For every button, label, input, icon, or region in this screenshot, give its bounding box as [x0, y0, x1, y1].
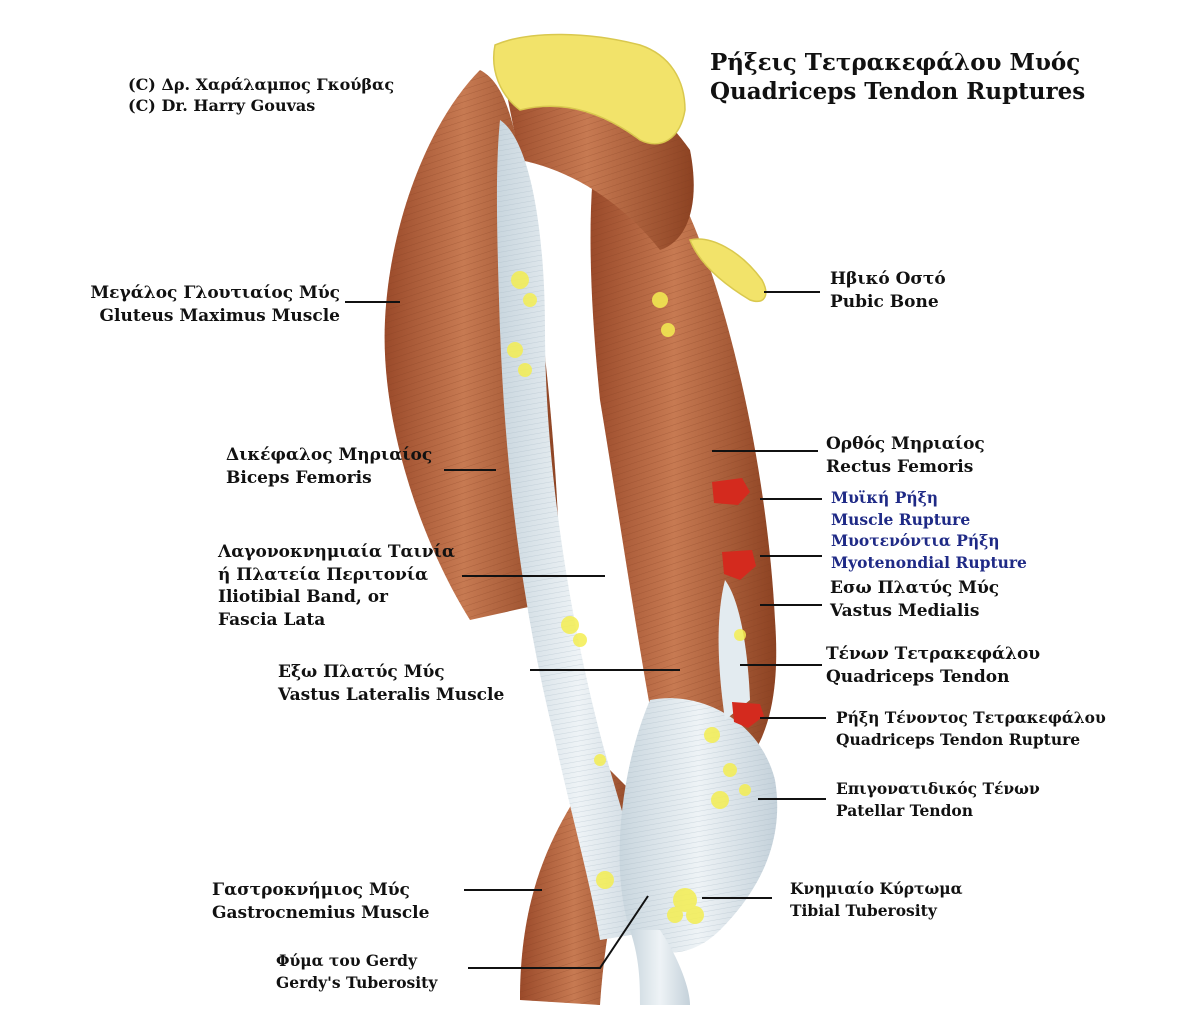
credit-english: (C) Dr. Harry Gouvas — [128, 96, 316, 115]
label-gastrocnemius: Γαστροκνήμιος Μύς Gastrocnemius Muscle — [212, 880, 430, 923]
diagram-title: Ρήξεις Τετρακεφάλου Μυός Quadriceps Tend… — [710, 48, 1085, 106]
label-iliotibial-band: Λαγονοκνημιαία Ταινία ή Πλατεία Περιτονί… — [218, 542, 455, 630]
label-biceps-femoris: Δικέφαλος Μηριαίος Biceps Femoris — [226, 445, 433, 488]
label-rectus-femoris: Ορθός Μηριαίος Rectus Femoris — [826, 434, 985, 477]
pubic-bone — [688, 238, 767, 302]
quadriceps-tendon-shape — [718, 580, 750, 720]
label-gerdy-tuberosity: Φύμα του Gerdy Gerdy's Tuberosity — [276, 951, 438, 992]
credit-block: (C) Δρ. Χαράλαμπος Γκούβας (C) Dr. Harry… — [128, 74, 394, 116]
label-pubic-bone: Ηβικό Οστό Pubic Bone — [830, 269, 946, 312]
credit-greek: (C) Δρ. Χαράλαμπος Γκούβας — [128, 75, 395, 94]
fat-deposits — [507, 271, 751, 924]
label-quadriceps-tendon-rupture: Ρήξη Τένοντος Τετρακεφάλου Quadriceps Te… — [836, 708, 1106, 749]
label-myotendinous-rupture: Μυοτενόντια Ρήξη Myotenondial Rupture — [831, 531, 1027, 572]
pointer-lines — [345, 291, 826, 969]
label-quadriceps-tendon: Τένων Τετρακεφάλου Quadriceps Tendon — [826, 644, 1041, 687]
ilium-bone — [493, 33, 686, 145]
label-patellar-tendon: Επιγονατιδικός Τένων Patellar Tendon — [836, 779, 1040, 820]
label-vastus-lateralis: Εξω Πλατύς Μύς Vastus Lateralis Muscle — [278, 662, 505, 705]
label-gluteus-maximus: Μεγάλος Γλουτιαίος Μύς Gluteus Maximus M… — [90, 283, 340, 326]
label-tibial-tuberosity: Κνημιαίο Κύρτωμα Tibial Tuberosity — [790, 879, 963, 920]
label-muscle-rupture: Μυϊκή Ρήξη Muscle Rupture — [831, 488, 971, 529]
label-vastus-medialis: Εσω Πλατύς Μύς Vastus Medialis — [830, 578, 1000, 621]
title-english: Quadriceps Tendon Ruptures — [710, 78, 1086, 105]
title-greek: Ρήξεις Τετρακεφάλου Μυός — [710, 49, 1081, 76]
rupture-marks — [712, 478, 764, 728]
